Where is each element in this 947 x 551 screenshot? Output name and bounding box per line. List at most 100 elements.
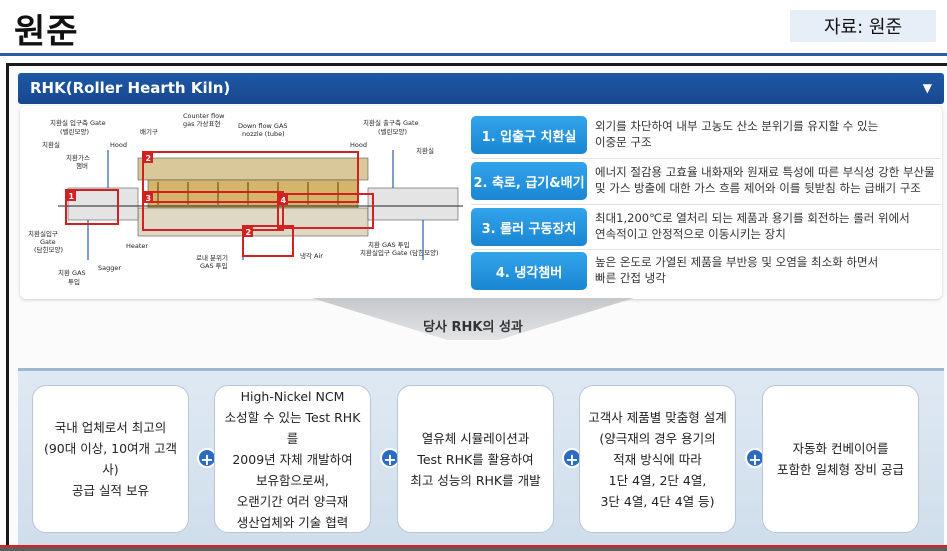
- diagram-label: nozzle (tube): [242, 130, 285, 138]
- diagram-label: Hood: [350, 141, 367, 149]
- plus-icon: +: [380, 448, 400, 469]
- feature-desc: 에너지 절감용 고효율 내화재와 원재료 특성에 따른 부식성 강한 부산물 및…: [595, 164, 941, 196]
- section-header[interactable]: RHK(Roller Hearth Kiln) ▼: [18, 73, 944, 104]
- feature-desc-line: 연속적이고 안정적으로 이동시키는 장치: [595, 227, 786, 241]
- box-tag-2: [143, 152, 153, 163]
- highlight-box-1: [65, 189, 119, 225]
- diagram-label: 치환가스: [66, 153, 90, 162]
- result-line: 공급 실적 보유: [72, 483, 149, 498]
- feature-row: 2. 축로, 급기&배기 에너지 절감용 고효율 내화재와 원재료 특성에 따른…: [471, 162, 941, 200]
- kiln-right-section: [367, 187, 459, 221]
- result-line: 열유체 시뮬레이션과: [421, 430, 530, 446]
- diagram-label: gas 가상표현: [183, 119, 221, 128]
- result-line: 오랜기간 여러 양극재: [236, 493, 349, 509]
- result-line: Test RHK를 활용하여: [417, 451, 534, 467]
- diagram-label: 챔버: [76, 161, 88, 170]
- feature-badge: 2. 축로, 급기&배기: [471, 162, 587, 200]
- chevron-down-icon[interactable]: ▼: [922, 81, 932, 95]
- result-line: 보유함으로써,: [256, 472, 329, 488]
- diagram-label: 로내 분위기: [196, 253, 228, 262]
- result-line: 자동화 컨베이어를: [792, 441, 889, 456]
- result-line: 고객사 제품별 맞춤형 설계: [588, 409, 727, 425]
- diagram-label: Heater: [126, 242, 148, 250]
- result-line: 2009년 자체 개발하여: [232, 451, 353, 467]
- feature-row: 1. 입출구 치환실 외기를 차단하여 내부 고농도 산소 분위기를 유지할 수…: [471, 116, 941, 154]
- achievement-title: 당사 RHK의 성과: [423, 320, 523, 335]
- result-line: High-Nickel NCM: [240, 388, 345, 404]
- feature-row: 3. 롤러 구동장치 최대1,200℃로 열처리 되는 제품과 용기를 회전하는…: [471, 208, 941, 246]
- feature-badge: 3. 롤러 구동장치: [471, 208, 587, 246]
- kiln-roof: [137, 157, 369, 181]
- diagram-label: 치환실입구: [28, 229, 58, 238]
- result-line: 3단 4열, 4단 4열 등): [600, 493, 715, 509]
- diagram-label: 치환실 입구측 Gate: [50, 118, 106, 127]
- result-line: (양극재의 경우 용기의: [599, 430, 716, 446]
- section-title: RHK(Roller Hearth Kiln): [30, 79, 231, 97]
- diagram-label: 투입: [68, 278, 80, 286]
- feature-divider: [471, 204, 941, 205]
- result-card: 고객사 제품별 맞춤형 설계 (양극재의 경우 용기의 적재 방식에 따라 1단…: [579, 385, 736, 533]
- feature-desc-line: 에너지 절감용 고효율 내화재와 원재료 특성에 따른 부식성 강한 부산물: [595, 165, 935, 179]
- result-card: 국내 업체로서 최고의 (90대 이상, 10여개 고객사) 공급 실적 보유: [32, 385, 189, 533]
- diagram-label: Down flow GAS: [238, 122, 288, 130]
- highlight-box-3: [142, 191, 284, 231]
- feature-desc-line: 빠른 간접 냉각: [595, 271, 666, 285]
- video-progress-line: [0, 545, 947, 547]
- feature-desc-line: 외기를 차단하여 내부 고농도 산소 분위기를 유지할 수 있는: [595, 119, 879, 133]
- diagram-label: Gate: [40, 238, 56, 246]
- box-tag-3: [143, 192, 153, 203]
- diagram-label: 치환실입구 Gate (담힌모양): [360, 248, 439, 257]
- result-line: 생산업체와 기술 협력: [236, 514, 349, 530]
- result-card: High-Nickel NCM 소성할 수 있는 Test RHK를 2009년…: [214, 385, 371, 533]
- diagram-label: (벨린모양): [378, 128, 407, 136]
- diagram-label: (담힌모양): [34, 245, 63, 254]
- result-line: 최고 성능의 RHK를 개발: [410, 472, 541, 488]
- result-line: 포함한 일체형 장비 공급: [777, 462, 904, 477]
- diagram-label: GAS 투입: [200, 262, 228, 270]
- feature-row: 4. 냉각챔버 높은 온도로 가열된 제품을 부반응 및 오염을 최소화 하면서…: [471, 252, 941, 290]
- result-line: 적재 방식에 따라: [613, 451, 702, 467]
- diagram-label: 치환실: [42, 140, 60, 149]
- rhk-kiln-diagram: 1 2 3 4 2 치환실 입구측 Gate (벨린모양) 치환실 치환가스 챔…: [28, 112, 463, 286]
- feature-badge: 1. 입출구 치환실: [471, 116, 587, 154]
- result-line: (90대 이상, 10여개 고객사): [43, 441, 178, 477]
- feature-desc-line: 및 가스 방출에 대한 가스 흐름 제어와 이를 뒷받침 하는 급배기 구조: [595, 181, 921, 195]
- result-line: 1단 4열, 2단 4열,: [608, 472, 707, 488]
- feature-divider: [471, 158, 941, 159]
- box-tag-4: [278, 194, 288, 205]
- diagram-label: 배기구: [140, 127, 158, 136]
- feature-desc: 높은 온도로 가열된 제품을 부반응 및 오염을 최소화 하면서 빠른 간접 냉…: [595, 254, 941, 286]
- title-divider: [0, 53, 947, 56]
- result-line: 소성할 수 있는 Test RHK를: [224, 409, 361, 446]
- result-card: 자동화 컨베이어를 포함한 일체형 장비 공급: [762, 385, 919, 533]
- box-tag-2b: [243, 226, 253, 237]
- feature-desc: 외기를 차단하여 내부 고농도 산소 분위기를 유지할 수 있는 이중문 구조: [595, 118, 941, 150]
- diagram-label: (벨린모양): [60, 128, 89, 136]
- result-line: 국내 업체로서 최고의: [54, 420, 167, 435]
- bottom-strip: [0, 547, 947, 551]
- box-number: 3: [146, 194, 152, 203]
- highlight-box-4: [277, 193, 374, 229]
- feature-desc-line: 높은 온도로 가열된 제품을 부반응 및 오염을 최소화 하면서: [595, 255, 879, 269]
- highlight-box-2: [142, 151, 359, 203]
- diagram-label: 치환 GAS 투입: [368, 240, 410, 249]
- diagram-label: 냉각 Air: [300, 251, 323, 260]
- diagram-label: 치환 GAS: [58, 268, 86, 277]
- box-number: 1: [69, 192, 75, 201]
- diagram-label: Counter flow: [183, 112, 225, 120]
- box-tag-1: [66, 190, 76, 201]
- box-number: 4: [281, 196, 287, 205]
- box-number: 2: [146, 154, 152, 163]
- feature-desc-line: 이중문 구조: [595, 135, 652, 149]
- page-title: 원준: [14, 12, 79, 52]
- diagram-label: 치환실: [416, 146, 434, 155]
- diagram-label: Sagger: [98, 264, 121, 272]
- plus-icon: +: [562, 448, 582, 469]
- source-label: 자료: 원준: [790, 10, 936, 42]
- feature-desc: 최대1,200℃로 열처리 되는 제품과 용기를 회전하는 롤러 위에서 연속적…: [595, 210, 941, 242]
- kiln-left-section: [67, 187, 139, 221]
- box-number: 2: [246, 228, 252, 237]
- feature-desc-line: 최대1,200℃로 열처리 되는 제품과 용기를 회전하는 롤러 위에서: [595, 211, 910, 225]
- feature-divider: [471, 249, 941, 250]
- highlight-box-2b: [242, 225, 294, 257]
